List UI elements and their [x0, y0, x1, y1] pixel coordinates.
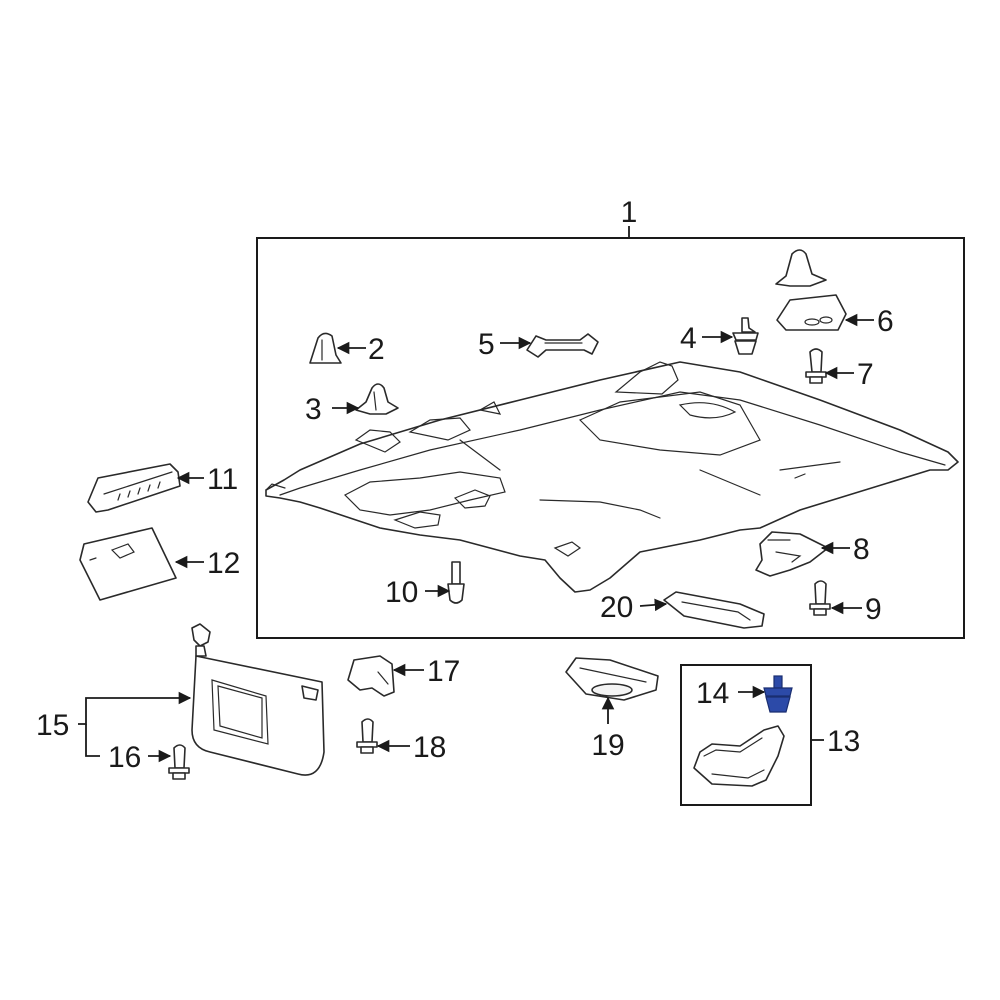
retainer-clip-part-2[interactable] — [309, 332, 342, 364]
trim-panel-part-20[interactable] — [663, 591, 765, 629]
callout-7: 7 — [857, 358, 874, 391]
callout-13: 13 — [827, 725, 860, 758]
callout-8: 8 — [853, 533, 870, 566]
screw-part-7[interactable] — [805, 348, 827, 384]
insulator-pad-part-12[interactable] — [79, 527, 177, 601]
callout-20: 20 — [600, 591, 633, 624]
bracket-part-6[interactable] — [775, 249, 847, 331]
bracket-part-5[interactable] — [526, 333, 599, 358]
callout-1: 1 — [621, 196, 638, 229]
dome-lamp-assembly-box — [680, 664, 812, 806]
leader-15b — [85, 724, 100, 757]
leader-15 — [78, 691, 192, 725]
callout-11: 11 — [207, 463, 238, 496]
retainer-clip-part-3[interactable] — [355, 383, 399, 415]
headliner-panel-part-1[interactable] — [265, 361, 959, 593]
callout-6: 6 — [877, 305, 894, 338]
callout-14: 14 — [696, 677, 729, 710]
sun-visor-part-15[interactable] — [191, 623, 325, 776]
screw-part-18[interactable] — [356, 718, 378, 754]
callout-17: 17 — [427, 655, 460, 688]
push-pin-part-14[interactable] — [763, 675, 793, 713]
callout-16: 16 — [108, 741, 141, 774]
lamp-housing-part-19[interactable] — [565, 657, 659, 701]
callout-18: 18 — [413, 731, 446, 764]
headliner-assembly-box — [256, 237, 965, 639]
screw-part-16[interactable] — [168, 744, 190, 780]
callout-2: 2 — [368, 333, 385, 366]
visor-clip-part-17[interactable] — [347, 655, 395, 697]
pin-part-10[interactable] — [447, 561, 465, 604]
leader-20 — [639, 598, 668, 612]
callout-3: 3 — [305, 393, 322, 426]
dome-lamp-part-13[interactable] — [693, 725, 785, 787]
callout-9: 9 — [865, 593, 882, 626]
callout-4: 4 — [680, 322, 697, 355]
callout-19: 19 — [591, 729, 624, 762]
screw-part-9[interactable] — [809, 580, 831, 616]
bracket-part-11[interactable] — [87, 463, 181, 513]
callout-10: 10 — [385, 576, 418, 609]
trim-cover-part-8[interactable] — [755, 531, 829, 577]
callout-15: 15 — [36, 709, 69, 742]
callout-5: 5 — [478, 328, 495, 361]
callout-12: 12 — [207, 547, 240, 580]
push-pin-part-4[interactable] — [732, 317, 759, 355]
